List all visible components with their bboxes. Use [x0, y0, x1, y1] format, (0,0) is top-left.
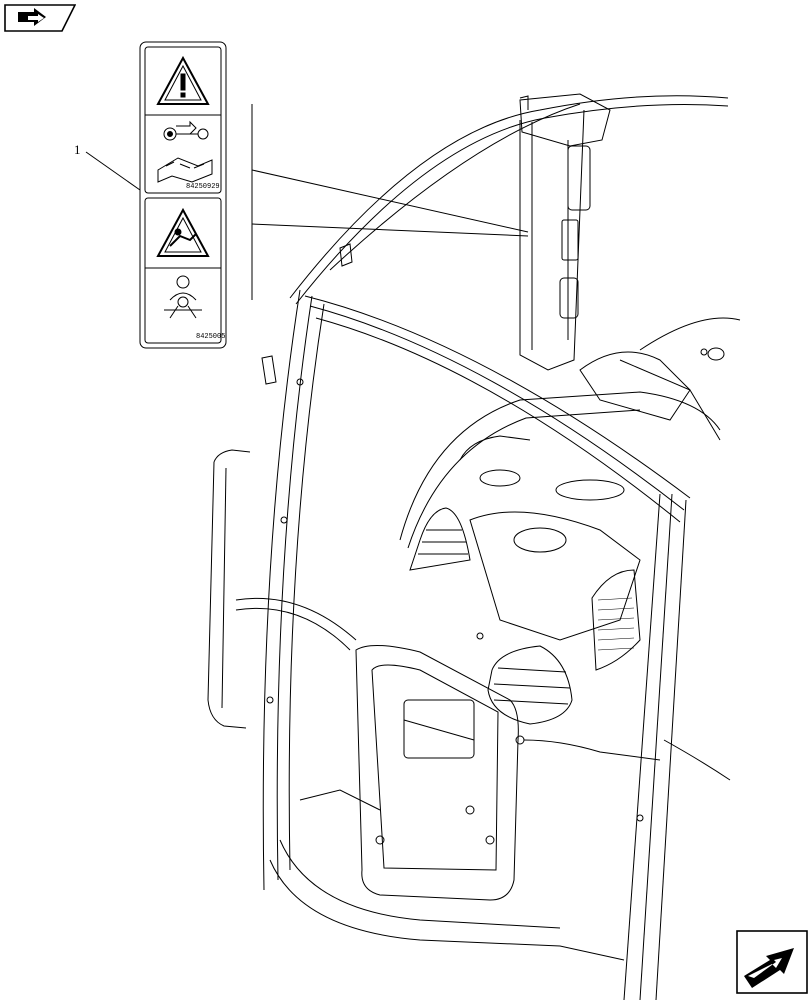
key-removal-icon — [163, 120, 209, 141]
joystick-boot-right — [487, 645, 573, 725]
callout-leader-line — [85, 151, 141, 191]
decal-part-code-lower: 8425005 — [196, 333, 225, 341]
seatbelt-icon — [164, 275, 202, 319]
rollover-hazard-icon — [156, 207, 210, 257]
joystick-boot-left — [409, 507, 471, 571]
arrow-next-icon — [744, 948, 794, 988]
tractor-cab-illustration — [207, 93, 741, 1000]
decal-part-code-upper: 84250929 — [186, 183, 220, 191]
safety-decal: 84250929 8425005 — [139, 41, 227, 349]
previous-page-button[interactable] — [4, 4, 76, 32]
warning-triangle-icon — [156, 55, 210, 105]
operator-manual-icon — [157, 157, 213, 183]
arrow-back-icon — [18, 8, 46, 26]
next-page-button[interactable] — [736, 930, 808, 994]
callout-item-number: 1 — [74, 142, 81, 157]
projection-lines — [251, 104, 529, 300]
